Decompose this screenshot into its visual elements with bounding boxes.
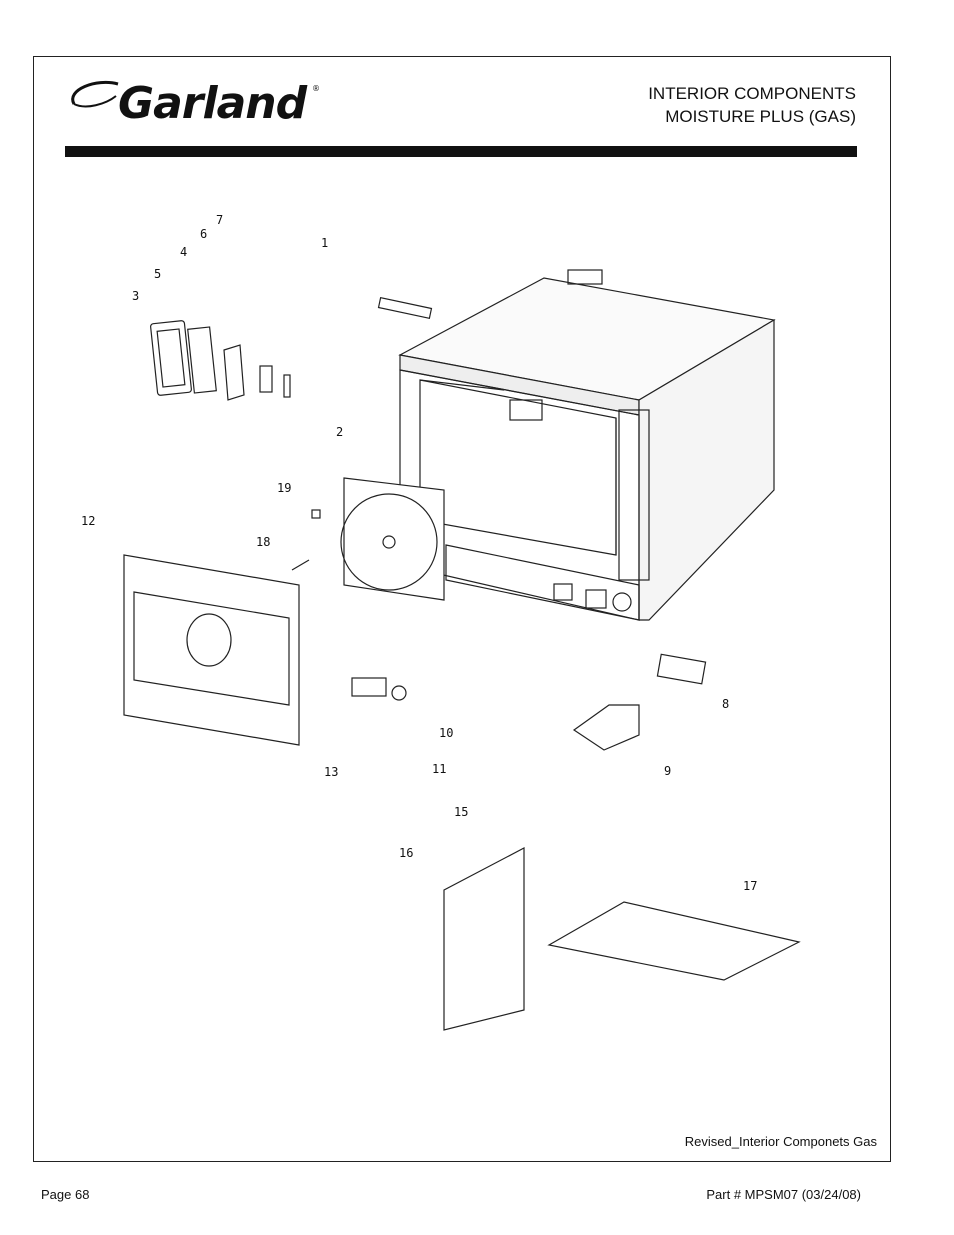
- part-number: Part # MPSM07 (03/24/08): [706, 1187, 861, 1202]
- part-10-nut: [391, 685, 407, 701]
- callout-19: 19: [277, 481, 291, 495]
- callout-17: 17: [743, 879, 757, 893]
- part-8-bracket: [656, 653, 707, 685]
- exploded-parts-diagram: 1 2 3 4 5 6 7 8 9 10 11 12 13 15 16 17 1…: [81, 213, 801, 1031]
- garland-swoosh-icon: [71, 80, 119, 108]
- part-3-gasket: [150, 320, 192, 396]
- part-12-door: [123, 554, 300, 746]
- callout-3: 3: [132, 289, 139, 303]
- page-number: Page 68: [41, 1187, 90, 1202]
- callout-15: 15: [454, 805, 468, 819]
- brand-reg-mark: ®: [312, 84, 320, 93]
- part-1-plate: [377, 296, 433, 320]
- part-5-frame: [187, 326, 217, 394]
- part-17-wire-shelf: [547, 901, 801, 981]
- callout-10: 10: [439, 726, 453, 740]
- title-line-1: INTERIOR COMPONENTS: [648, 84, 856, 103]
- page-title: INTERIOR COMPONENTS MOISTURE PLUS (GAS): [648, 82, 856, 128]
- callout-2: 2: [336, 425, 343, 439]
- brand-name: Garland: [118, 78, 307, 129]
- title-line-2: MOISTURE PLUS (GAS): [665, 107, 856, 126]
- callout-11: 11: [432, 762, 446, 776]
- callout-6: 6: [200, 227, 207, 241]
- callout-12: 12: [81, 514, 95, 528]
- part-11-motor-mount: [351, 677, 387, 697]
- part-16-rack-side: [443, 847, 525, 1031]
- callout-1: 1: [321, 236, 328, 250]
- callout-5: 5: [154, 267, 161, 281]
- callout-18: 18: [256, 535, 270, 549]
- part-18-stud: [291, 559, 310, 571]
- part-6-hinge: [259, 365, 273, 393]
- part-4-glass: [223, 344, 245, 401]
- header-rule: [65, 146, 857, 157]
- callout-9: 9: [664, 764, 671, 778]
- oven-cavity: [398, 269, 776, 621]
- part-7-pin: [283, 374, 291, 398]
- part-9-bracket: [572, 704, 640, 751]
- callout-13: 13: [324, 765, 338, 779]
- page-frame: [33, 56, 891, 1162]
- callout-4: 4: [180, 245, 187, 259]
- garland-logo: Garland ®: [66, 64, 326, 134]
- callout-7: 7: [216, 213, 223, 227]
- revised-note: Revised_Interior Componets Gas: [684, 1134, 877, 1149]
- callout-16: 16: [399, 846, 413, 860]
- part-19-nut: [311, 509, 321, 519]
- callout-8: 8: [722, 697, 729, 711]
